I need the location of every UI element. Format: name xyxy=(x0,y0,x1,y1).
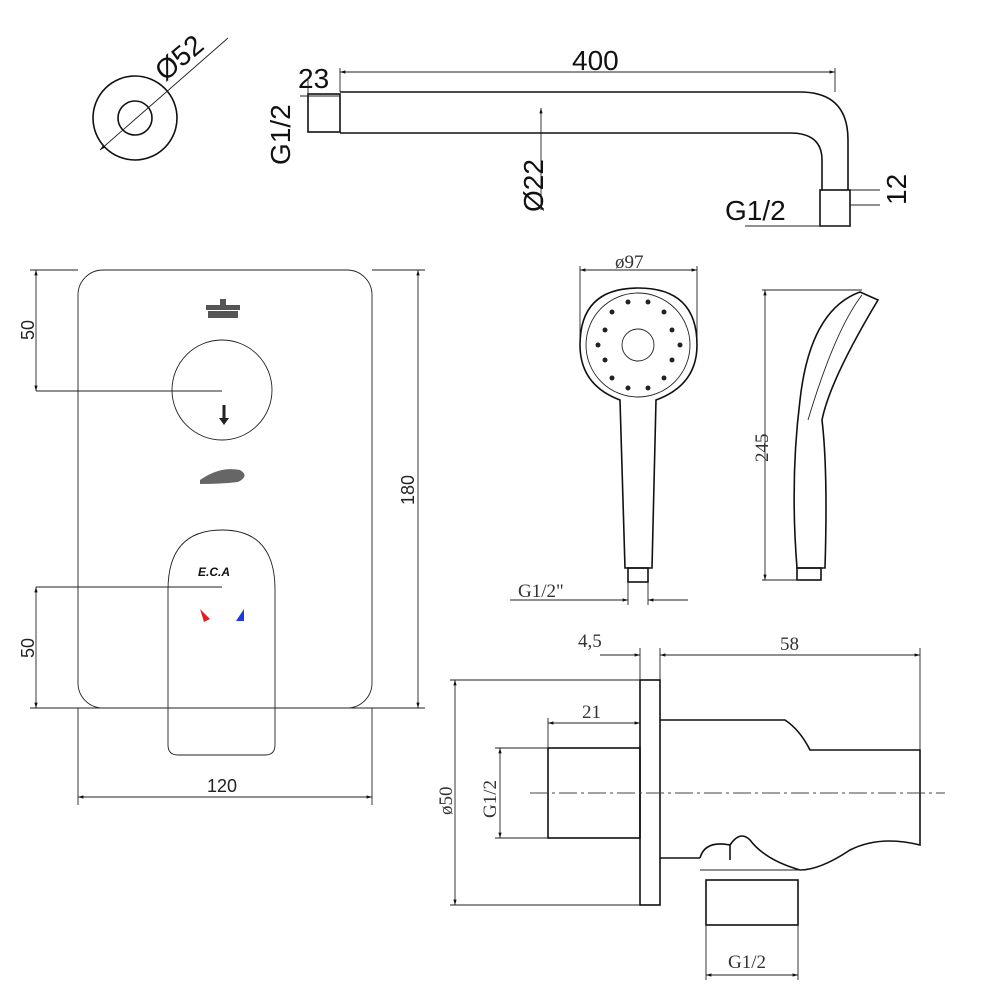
wall-outlet-view: 4,5 58 21 ø50 G1/2 G1/2 xyxy=(436,631,945,980)
head-diameter-label: ø97 xyxy=(615,252,644,273)
plate-thickness-label: 4,5 xyxy=(578,631,602,652)
mixer-front-view: E.C.A 50 50 180 120 xyxy=(18,269,425,805)
brand-logo: E.C.A xyxy=(198,565,230,579)
thread-length-label: 23 xyxy=(298,63,329,94)
pipe-diameter-label: Ø22 xyxy=(518,159,549,212)
hand-shower-view: ø97 G1/2" 245 xyxy=(510,252,880,605)
top-offset-label: 50 xyxy=(18,320,38,340)
flange-view: Ø52 xyxy=(92,29,229,161)
cold-indicator-icon xyxy=(236,609,244,621)
bottom-offset-label: 50 xyxy=(18,638,38,658)
width-label: 120 xyxy=(207,776,237,796)
hand-shower-thread-label: G1/2" xyxy=(518,581,564,602)
plate-diameter-label: ø50 xyxy=(436,787,457,816)
hand-shower-length-label: 245 xyxy=(752,434,773,463)
overhead-shower-icon xyxy=(206,299,240,318)
thread-length-21-label: 21 xyxy=(582,702,601,723)
inlet-thread-label: G1/2 xyxy=(265,104,296,165)
outlet-thread-g12-label: G1/2 xyxy=(728,952,766,973)
shower-arm-view: 400 23 G1/2 Ø22 12 G1/2 xyxy=(265,45,912,227)
flange-diameter-label: Ø52 xyxy=(149,29,209,87)
outlet-length-label: 12 xyxy=(881,174,912,205)
arrow-down-icon xyxy=(219,405,229,425)
hand-shower-icon xyxy=(200,469,245,484)
inlet-thread-g12-label: G1/2 xyxy=(480,780,501,818)
depth-label: 58 xyxy=(780,634,799,655)
hot-indicator-icon xyxy=(200,609,210,622)
outlet-thread-label: G1/2 xyxy=(725,195,786,226)
arm-length-label: 400 xyxy=(572,45,619,76)
height-label: 180 xyxy=(398,475,418,505)
